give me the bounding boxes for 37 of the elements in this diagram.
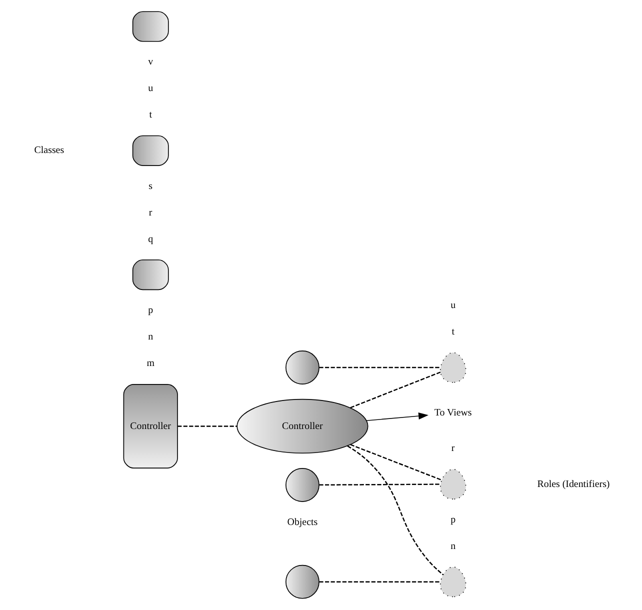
label: u (450, 300, 456, 311)
connector (318, 484, 440, 486)
label: r (148, 207, 152, 218)
connector (350, 372, 440, 408)
label: Objects (286, 516, 318, 528)
node-ellipse: Controller (236, 398, 368, 454)
node-crescent (439, 566, 466, 598)
label: Classes (34, 145, 64, 156)
node-box (132, 259, 168, 290)
connector (350, 444, 442, 481)
node-crescent (439, 468, 466, 500)
label: t (451, 326, 454, 338)
label: p (148, 304, 153, 316)
label: r (450, 443, 454, 454)
label: p (450, 514, 456, 526)
label: Roles (Identifiers) (536, 478, 610, 490)
node-circle (285, 564, 319, 599)
node-crescent (439, 352, 466, 383)
node-box (132, 135, 168, 166)
label: t (148, 110, 152, 121)
node-box: Controller (122, 384, 178, 468)
label: s (148, 180, 152, 192)
label: v (148, 56, 153, 68)
arrow (366, 412, 428, 422)
connector (346, 445, 444, 576)
connector (177, 426, 237, 427)
node-box (132, 11, 168, 42)
label: n (450, 540, 456, 552)
label: m (146, 358, 154, 369)
node-text: To Views (434, 408, 472, 419)
label: q (148, 234, 153, 245)
label: n (148, 331, 153, 342)
node-circle (285, 350, 319, 384)
connector (318, 366, 440, 368)
connector (318, 581, 440, 582)
label: u (148, 83, 153, 94)
node-circle (285, 468, 319, 502)
